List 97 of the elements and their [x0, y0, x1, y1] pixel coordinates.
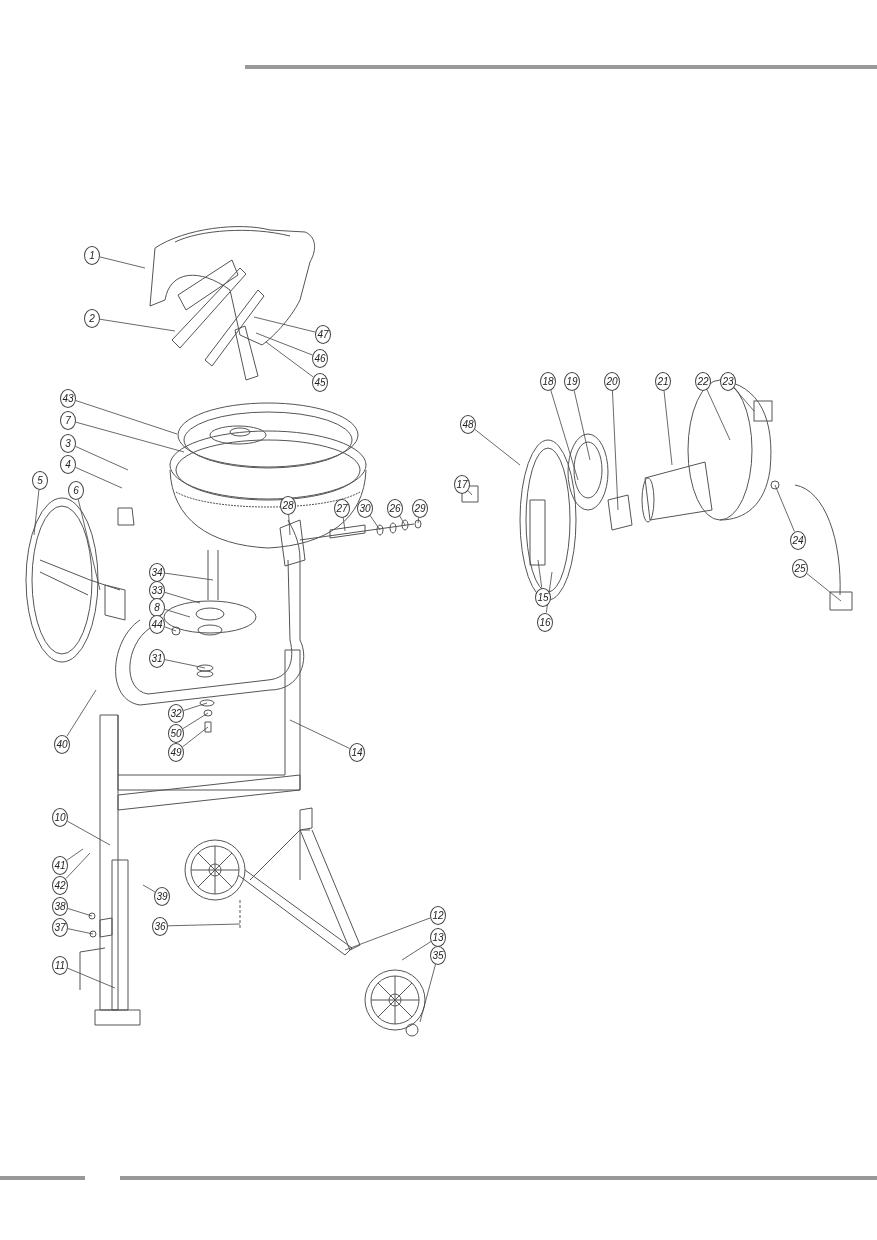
leader-line	[75, 400, 178, 435]
leader-line	[75, 445, 129, 471]
leader-line	[164, 591, 201, 604]
callout-number: 6	[68, 481, 84, 500]
leader-line	[573, 389, 591, 461]
leader-line	[663, 390, 673, 466]
callout-number: 40	[54, 735, 70, 754]
callout-number: 49	[168, 743, 184, 762]
callout-number: 34	[149, 563, 165, 582]
callout-number: 25	[792, 559, 808, 578]
leader-line	[344, 917, 431, 951]
callout-number: 33	[149, 581, 165, 600]
leader-line	[369, 515, 381, 531]
leader-line	[399, 515, 406, 526]
leader-line	[288, 514, 291, 536]
callout-number: 20	[604, 372, 620, 391]
callout-number: 19	[564, 372, 580, 391]
leader-line	[164, 659, 206, 669]
callout-number: 46	[312, 349, 328, 368]
leader-line	[164, 572, 214, 581]
callout-number: 8	[149, 598, 165, 617]
leader-line	[66, 689, 97, 737]
callout-number: 31	[149, 649, 165, 668]
leader-line	[164, 608, 191, 618]
callout-number: 29	[412, 499, 428, 518]
leader-line	[253, 316, 316, 333]
leader-line	[289, 719, 350, 749]
callout-number: 39	[154, 887, 170, 906]
leader-line	[99, 318, 176, 332]
callout-number: 45	[312, 373, 328, 392]
callout-number: 42	[52, 876, 68, 895]
leader-line	[142, 884, 156, 893]
leader-line	[182, 726, 209, 748]
leader-line	[99, 256, 146, 269]
callout-number: 50	[168, 724, 184, 743]
callout-number: 35	[430, 946, 446, 965]
leader-line	[342, 517, 346, 532]
callout-number: 41	[52, 856, 68, 875]
leader-line	[65, 852, 91, 880]
callout-number: 32	[168, 704, 184, 723]
leader-line	[255, 332, 313, 356]
callout-number: 3	[60, 434, 76, 453]
callout-number: 18	[540, 372, 556, 391]
callout-number: 23	[720, 372, 736, 391]
callout-number: 28	[280, 496, 296, 515]
leader-line	[774, 484, 795, 532]
leader-line	[67, 928, 94, 935]
leader-line	[467, 490, 473, 496]
leader-line	[77, 498, 101, 591]
callout-number: 24	[790, 531, 806, 550]
leader-line	[164, 626, 177, 632]
leader-line	[66, 820, 111, 846]
callout-number: 15	[535, 588, 551, 607]
leader-line	[66, 848, 84, 861]
leader-line	[401, 941, 432, 961]
leader-line	[537, 559, 543, 588]
callout-number: 11	[52, 956, 68, 975]
callout-number: 30	[357, 499, 373, 518]
leader-line	[67, 908, 93, 917]
callout-number: 7	[60, 411, 76, 430]
callout-number: 38	[52, 897, 68, 916]
leader-line	[806, 572, 842, 602]
leader-line	[733, 387, 755, 412]
callout-number: 47	[315, 325, 331, 344]
callout-number: 12	[430, 906, 446, 925]
leader-line	[75, 421, 185, 453]
leader-line	[183, 702, 208, 711]
leader-line	[265, 341, 314, 378]
leader-line	[419, 963, 436, 1023]
callout-number: 27	[334, 499, 350, 518]
callout-number: 44	[149, 615, 165, 634]
callout-number: 13	[430, 928, 446, 947]
leader-line	[33, 489, 40, 536]
leader-line	[417, 517, 420, 524]
leader-line	[167, 923, 241, 927]
callout-number: 5	[32, 471, 48, 490]
callout-number: 10	[52, 808, 68, 827]
callout-number: 14	[349, 743, 365, 762]
callout-number: 16	[537, 613, 553, 632]
leader-line	[182, 712, 209, 729]
callout-number: 21	[655, 372, 671, 391]
callout-number: 2	[84, 309, 100, 328]
leader-line	[706, 388, 731, 441]
leader-line	[474, 428, 521, 466]
leader-line	[550, 389, 579, 481]
callout-number: 4	[60, 455, 76, 474]
callout-number: 37	[52, 918, 68, 937]
callout-number: 26	[387, 499, 403, 518]
callout-number: 22	[695, 372, 711, 391]
callout-number: 48	[460, 415, 476, 434]
leader-line	[75, 466, 123, 489]
callout-number: 1	[84, 246, 100, 265]
callout-number: 43	[60, 389, 76, 408]
leader-line	[67, 967, 116, 989]
callout-number: 17	[454, 475, 470, 494]
callout-number: 36	[152, 917, 168, 936]
leader-line	[612, 390, 619, 511]
